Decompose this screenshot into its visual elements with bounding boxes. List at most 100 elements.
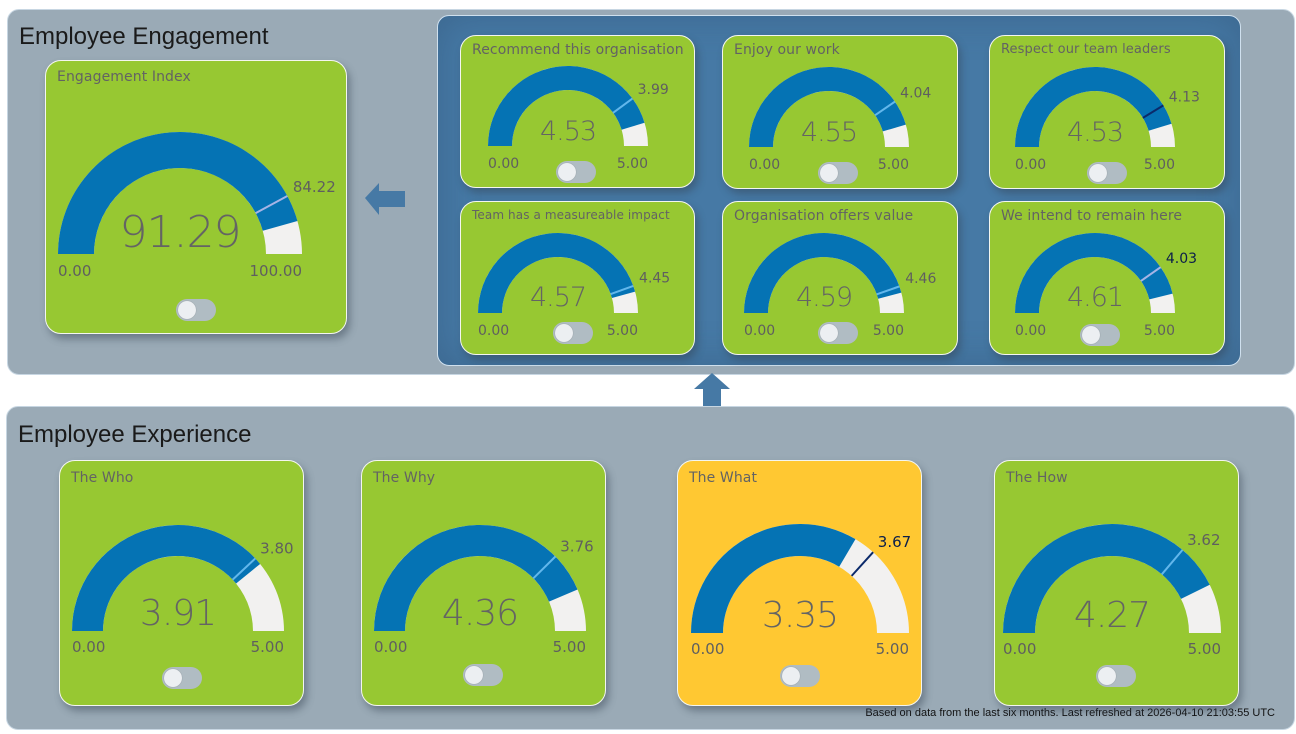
toggle-switch[interactable] [1087,162,1127,184]
toggle-knob [782,667,800,685]
target-label: 3.76 [560,538,593,556]
gauge-max-label: 5.00 [878,157,909,173]
toggle-switch[interactable] [780,665,820,687]
gauge-value-arc [72,525,261,631]
gauge-value: 4.27 [1074,595,1150,636]
card-title: The What [689,470,758,486]
card-title: Recommend this organisation [472,42,684,58]
gauge-value: 4.53 [540,116,596,147]
gauge-max-label: 5.00 [553,638,586,656]
gauge-value-arc [691,524,856,633]
gauge-min-label: 0.00 [1003,640,1036,658]
target-label: 4.13 [1169,89,1200,105]
arrow-left-icon [365,183,405,215]
gauge-min-label: 0.00 [488,156,519,172]
target-label: 3.67 [878,533,911,551]
gauge-value-arc [374,525,578,631]
target-marker [876,285,900,296]
card-title: We intend to remain here [1001,208,1183,224]
gauge-value-arc [1003,524,1210,633]
gauge-max-label: 100.00 [250,262,303,280]
toggle-knob [555,324,573,342]
gauge-value-arc [58,132,298,254]
target-marker [532,555,557,580]
toggle-knob [1089,164,1107,182]
toggle-knob [178,301,196,319]
toggle-knob [164,669,182,687]
target-marker [255,195,288,214]
gauge-min-label: 0.00 [744,323,775,339]
target-marker [231,557,256,581]
card-title: The Why [373,470,436,486]
target-marker [1142,104,1164,119]
gauge-min-label: 0.00 [72,638,105,656]
gauge-value-arc [1015,67,1172,147]
target-marker [612,97,634,114]
card-title: Organisation offers value [734,208,914,224]
gauge-max-label: 5.00 [1144,157,1175,173]
gauge-value: 4.59 [796,282,852,313]
target-label: 84.22 [293,178,336,196]
toggle-knob [820,324,838,342]
target-label: 4.03 [1166,251,1197,267]
gauge-value-arc [488,65,645,146]
data-refresh-note: Based on data from the last six months. … [865,707,1275,719]
target-label: 3.80 [260,540,293,558]
gauge-min-label: 0.00 [374,638,407,656]
card-title: Engagement Index [57,69,191,85]
gauge-min-label: 0.00 [691,640,724,658]
gauge-value: 91.29 [120,207,241,258]
target-label: 4.45 [639,271,670,287]
target-marker [610,284,634,295]
gauge-max-label: 5.00 [1144,323,1175,339]
toggle-switch[interactable] [556,161,596,183]
toggle-knob [1098,667,1116,685]
gauge-min-label: 0.00 [1015,157,1046,173]
toggle-switch[interactable] [1096,665,1136,687]
toggle-switch[interactable] [553,322,593,344]
toggle-knob [558,163,576,181]
target-marker [1140,266,1162,282]
toggle-knob [465,666,483,684]
target-label: 3.62 [1187,531,1220,549]
gauge-value: 4.55 [801,117,857,148]
toggle-switch[interactable] [1080,324,1120,346]
target-label: 3.99 [638,82,669,98]
gauge-max-label: 5.00 [873,323,904,339]
arrow-up-icon [694,373,730,406]
toggle-switch[interactable] [818,162,858,184]
gauge-value-arc [744,233,902,313]
section-title-engagement: Employee Engagement [19,23,269,50]
gauge-chart: 4.13 4.53 0.00 5.00 [1015,67,1200,173]
card-title: The How [1006,470,1068,486]
toggle-knob [1082,326,1100,344]
card-title: Enjoy our work [734,42,840,58]
toggle-switch[interactable] [176,299,216,321]
gauge-value: 4.53 [1067,117,1123,148]
toggle-switch[interactable] [162,667,202,689]
toggle-switch[interactable] [463,664,503,686]
card-title: The Who [71,470,134,486]
gauge-value: 4.57 [530,282,586,313]
target-label: 4.04 [900,85,931,101]
toggle-switch[interactable] [818,322,858,344]
